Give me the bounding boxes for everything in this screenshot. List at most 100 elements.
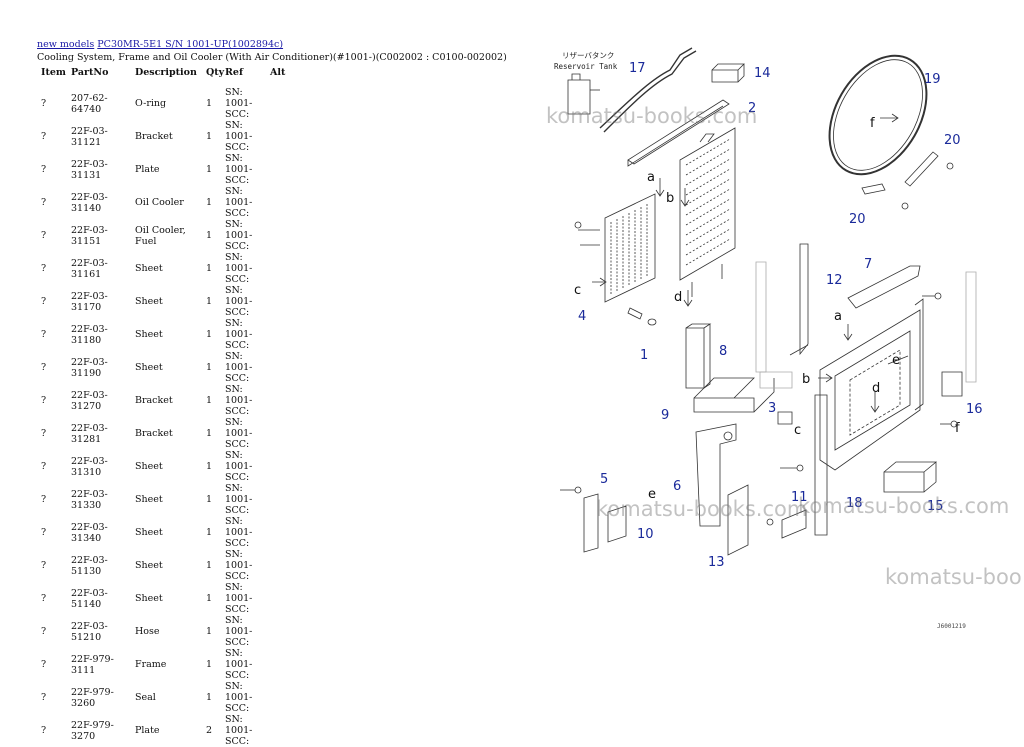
parts-table: Item PartNo Description Qty Ref Alt ?207… [37, 67, 285, 747]
row-ref-scc: SCC: [225, 340, 250, 351]
tank-label-jp: リザーバタンク [562, 51, 614, 60]
row-alt [270, 120, 285, 153]
row-ref-sn: SN: 1001- [225, 648, 253, 670]
row-partno: 22F-979-3260 [71, 686, 114, 709]
callout-20-lower[interactable]: 20 [849, 212, 866, 227]
row-item: ? [41, 230, 47, 241]
callout-10[interactable]: 10 [637, 527, 654, 542]
row-ref: SN: 1001-SCC: [225, 120, 270, 153]
row-ref-scc: SCC: [225, 571, 250, 582]
callout-5[interactable]: 5 [600, 472, 608, 487]
callout-18[interactable]: 18 [846, 496, 863, 511]
callout-6[interactable]: 6 [673, 479, 681, 494]
row-partno: 22F-03-51130 [71, 554, 108, 577]
row-partno: 22F-03-51140 [71, 587, 108, 610]
row-alt [270, 186, 285, 219]
callout-4[interactable]: 4 [578, 309, 586, 324]
row-ref: SN: 1001-SCC: [225, 153, 270, 186]
row-ref-sn: SN: 1001- [225, 285, 253, 307]
row-alt [270, 252, 285, 285]
row-qty: 1 [206, 659, 213, 670]
callout-2[interactable]: 2 [748, 101, 756, 116]
row-ref-scc: SCC: [225, 307, 250, 318]
row-ref-sn: SN: 1001- [225, 153, 253, 175]
row-qty: 1 [206, 527, 213, 538]
page-title: Cooling System, Frame and Oil Cooler (Wi… [37, 52, 507, 63]
row-item: ? [41, 494, 47, 505]
callout-19[interactable]: 19 [924, 72, 941, 87]
row-alt [270, 549, 285, 582]
callout-14[interactable]: 14 [754, 66, 771, 81]
row-item: ? [41, 197, 47, 208]
row-partno: 207-62-64740 [71, 92, 108, 115]
row-description: Hose [135, 626, 160, 637]
callout-15[interactable]: 15 [927, 499, 944, 514]
row-alt [270, 318, 285, 351]
callout-16[interactable]: 16 [966, 402, 983, 417]
header-qty: Qty [206, 67, 225, 78]
breadcrumb-link-models[interactable]: new models [37, 39, 95, 50]
callout-13[interactable]: 13 [708, 555, 725, 570]
callout-1[interactable]: 1 [640, 348, 648, 363]
callout-3[interactable]: 3 [768, 401, 776, 416]
callout-9[interactable]: 9 [661, 408, 669, 423]
breadcrumb-link-model[interactable]: PC30MR-5E1 S/N 1001-UP(1002894c) [97, 39, 284, 50]
watermark-2: komatsu-books.com [596, 497, 808, 521]
row-ref-sn: SN: 1001- [225, 549, 253, 571]
row-description: Bracket [135, 428, 173, 439]
row-qty: 1 [206, 197, 213, 208]
row-ref-sn: SN: 1001- [225, 483, 253, 505]
row-ref-scc: SCC: [225, 406, 250, 417]
row-ref-scc: SCC: [225, 472, 250, 483]
row-item: ? [41, 395, 47, 406]
callout-11[interactable]: 11 [791, 490, 808, 505]
row-alt [270, 417, 285, 450]
row-ref-sn: SN: 1001- [225, 450, 253, 472]
row-item: ? [41, 98, 47, 109]
row-alt [270, 582, 285, 615]
ref-letter-d2: d [872, 381, 880, 396]
row-description: Plate [135, 725, 160, 736]
row-ref: SN: 1001-SCC: [225, 450, 270, 483]
row-ref: SN: 1001-SCC: [225, 351, 270, 384]
row-item: ? [41, 692, 47, 703]
row-ref: SN: 1001-SCC: [225, 483, 270, 516]
row-ref-sn: SN: 1001- [225, 615, 253, 637]
row-qty: 1 [206, 461, 213, 472]
callout-20-upper[interactable]: 20 [944, 133, 961, 148]
callout-8[interactable]: 8 [719, 344, 727, 359]
row-item: ? [41, 560, 47, 571]
row-description: Oil Cooler, Fuel [135, 224, 186, 247]
row-qty: 1 [206, 692, 213, 703]
row-partno: 22F-03-31161 [71, 257, 108, 280]
row-description: Sheet [135, 362, 163, 373]
row-partno: 22F-03-31180 [71, 323, 108, 346]
row-ref-scc: SCC: [225, 373, 250, 384]
row-description: Oil Cooler [135, 197, 184, 208]
row-qty: 1 [206, 98, 213, 109]
callout-7[interactable]: 7 [864, 257, 872, 272]
callout-12[interactable]: 12 [826, 273, 843, 288]
row-alt [270, 153, 285, 186]
callout-17[interactable]: 17 [629, 61, 646, 76]
